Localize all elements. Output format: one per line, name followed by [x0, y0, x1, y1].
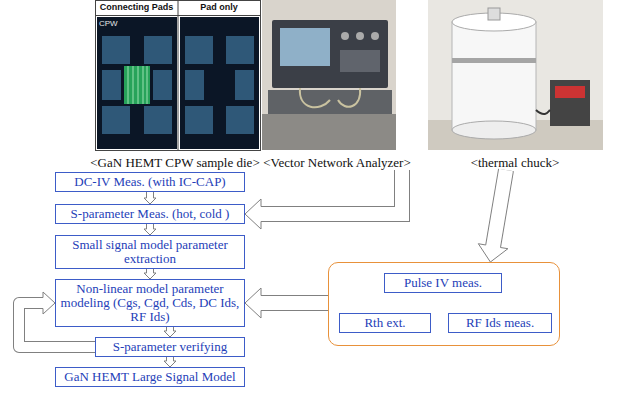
- box-text: GaN HEMT Large Signal Model: [60, 370, 240, 384]
- process-box: S-parameter Meas. (hot, cold ): [55, 204, 245, 224]
- caption: <thermal chuck>: [425, 155, 605, 170]
- knob: [356, 32, 364, 40]
- chuck-photo: [428, 0, 603, 150]
- box-text: RF Ids meas.: [453, 316, 547, 330]
- box-text: S-parameter verifying: [100, 340, 240, 354]
- photo-bg: [428, 0, 603, 150]
- knob: [371, 32, 379, 40]
- process-box: Small signal model parameter extraction: [55, 235, 245, 269]
- block-arrow: [144, 269, 156, 279]
- process-box: Rth ext.: [339, 313, 431, 333]
- photo-bg: [262, 0, 396, 150]
- cable: [536, 110, 550, 114]
- box-text: Non-linear model parameter modeling (Cgs…: [60, 282, 240, 324]
- block-arrow: [144, 224, 156, 235]
- display: [555, 86, 585, 98]
- box-text: Small signal model parameter extraction: [60, 238, 240, 266]
- photo-figure: Connecting PadsPad onlyCPW <GaN HEMT CPW …: [85, 0, 265, 170]
- controller: [550, 80, 590, 126]
- pad: [153, 70, 172, 100]
- probe-station: [268, 90, 392, 114]
- table-line: [178, 1, 179, 151]
- process-box: DC-IV Meas. (with IC-CAP): [55, 172, 245, 192]
- block-arrow: [164, 327, 176, 337]
- die-image: [97, 17, 177, 149]
- box-text: S-parameter Meas. (hot, cold ): [60, 207, 240, 221]
- process-box: Non-linear model parameter modeling (Cgs…: [55, 279, 245, 327]
- knob: [341, 32, 349, 40]
- lid-knob: [488, 8, 500, 20]
- process-box: S-parameter verifying: [95, 337, 245, 357]
- photo-figure: <thermal chuck>: [425, 0, 605, 170]
- caption: <Vector Network Analyzer>: [258, 155, 416, 170]
- pad: [102, 70, 121, 100]
- pad: [144, 36, 172, 64]
- group-box: Pulse IV meas. Rth ext. RF Ids meas.: [328, 262, 560, 346]
- die-table: [96, 1, 261, 151]
- block-arrow: [478, 170, 508, 262]
- die-image: [180, 17, 259, 149]
- box-text: DC-IV Meas. (with IC-CAP): [60, 175, 240, 189]
- pad: [185, 36, 213, 64]
- process-box: Pulse IV meas.: [384, 273, 502, 293]
- photo-figure: <Vector Network Analyzer>: [258, 0, 416, 170]
- pad: [235, 70, 254, 100]
- table-line: [96, 15, 261, 16]
- process-box: RF Ids meas.: [448, 313, 552, 333]
- band: [452, 58, 536, 63]
- arrow-body: [147, 192, 153, 199]
- box-text: Pulse IV meas.: [389, 276, 497, 290]
- pad: [102, 106, 130, 134]
- keypad: [340, 50, 380, 72]
- table-header: Connecting Pads: [95, 2, 178, 13]
- arrow-head: [43, 292, 55, 314]
- table-header: Pad only: [178, 2, 260, 13]
- instrument: [272, 20, 388, 88]
- result-box: GaN HEMT Large Signal Model: [55, 367, 245, 387]
- arrow-head-outline: [43, 292, 55, 314]
- block-arrow: [144, 192, 156, 204]
- caption: <GaN HEMT CPW sample die>: [85, 155, 265, 170]
- block-arrow: [164, 357, 176, 367]
- arrow-head-outline: [245, 199, 261, 229]
- device: [124, 66, 150, 104]
- arrow-head: [478, 244, 508, 262]
- die-photo: [96, 1, 261, 151]
- arrow-outline: [146, 192, 154, 199]
- arrow-head: [245, 288, 261, 318]
- arrow-head-outline: [245, 288, 261, 318]
- arrow-outline: [259, 170, 402, 214]
- pad: [226, 36, 254, 64]
- arrow-body: [259, 296, 328, 310]
- block-arrow: [245, 170, 402, 229]
- cable: [300, 88, 360, 107]
- chuck-base: [452, 121, 536, 139]
- arrow-body: [259, 170, 402, 214]
- vna-photo: [262, 0, 396, 150]
- pad: [102, 36, 130, 64]
- box-text: Rth ext.: [344, 316, 426, 330]
- bench: [262, 114, 396, 150]
- chuck-body: [452, 22, 536, 130]
- pad: [185, 70, 204, 100]
- image-label: CPW: [99, 19, 118, 28]
- arrow-outline: [493, 170, 506, 249]
- arrow-head-outline: [478, 244, 508, 262]
- pad: [144, 106, 172, 134]
- arrow-body: [493, 170, 506, 249]
- block-arrow: [245, 288, 328, 318]
- fingers: [128, 66, 147, 104]
- arrow-head: [245, 199, 261, 229]
- screen: [280, 28, 330, 66]
- pad: [226, 106, 254, 134]
- pad: [185, 106, 213, 134]
- arrow-outline: [259, 295, 328, 311]
